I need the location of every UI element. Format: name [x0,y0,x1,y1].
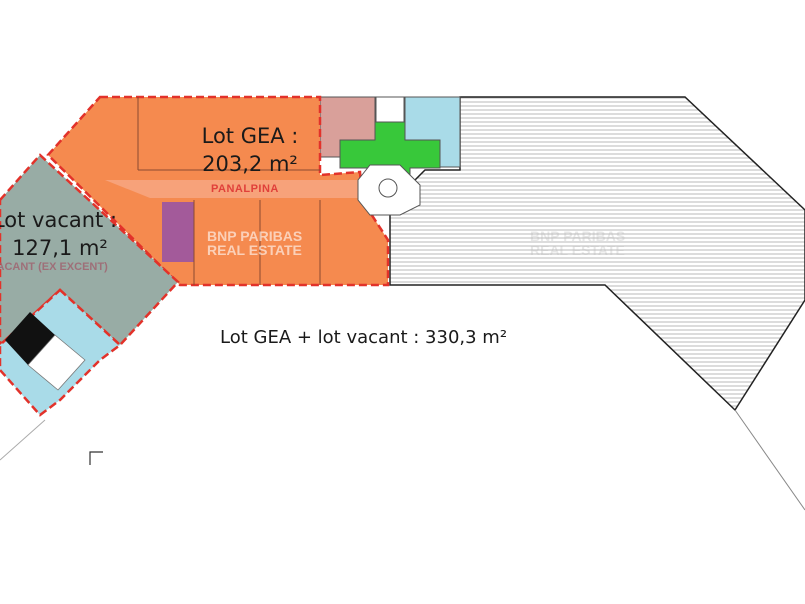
lot-vacant-area [0,153,180,347]
corner-mark [89,451,103,465]
watermark-line1: BNP PARIBAS [530,228,626,244]
tenant-label: PANALPINA [211,183,279,195]
lot-gea-label: Lot GEA : [201,124,299,148]
spiral-staircase [357,164,421,216]
hatched-area [389,96,805,412]
watermark-line2: REAL ESTATE [530,242,625,258]
purple-room [162,202,194,262]
former-tenant-label: VACANT (EX EXCENT) [0,261,108,273]
lift [375,96,405,123]
wall-line [0,419,46,461]
corridor [105,180,362,198]
watermark: BNP PARIBAS REAL ESTATE [207,229,302,257]
lot-vacant-area: 127,1 m² [12,236,108,260]
lot-gea-area: 203,2 m² [202,152,298,176]
watermark-line1: BNP PARIBAS [207,228,303,244]
watermark-faded: BNP PARIBAS REAL ESTATE [530,229,625,257]
total-area-label: Lot GEA + lot vacant : 330,3 m² [220,327,508,348]
stair-steps [27,334,86,391]
watermark-line2: REAL ESTATE [207,242,302,258]
stair-block [5,312,55,365]
lot-vacant-label: Lot vacant : [0,208,118,232]
wall-line [734,409,805,511]
